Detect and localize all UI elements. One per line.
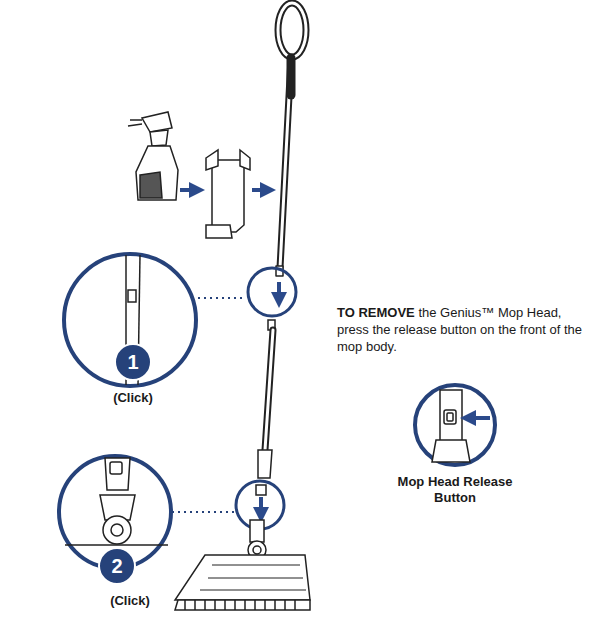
callout-number-text: 1 bbox=[127, 352, 138, 372]
leader-line bbox=[198, 297, 246, 299]
callout-number: 1 bbox=[114, 343, 152, 381]
spray-bottle bbox=[128, 112, 178, 200]
detail-ring bbox=[64, 254, 196, 386]
press-arrow bbox=[468, 416, 490, 420]
mop-handle bbox=[276, 3, 306, 276]
insert-arrow bbox=[259, 497, 263, 515]
callout-number-text: 2 bbox=[111, 556, 122, 576]
attach-arrow bbox=[252, 188, 268, 192]
release-button-detail bbox=[432, 390, 470, 462]
instruction-note: TO REMOVE the Genius™ Mop Head, press th… bbox=[337, 304, 587, 355]
insert-arrow bbox=[277, 282, 281, 300]
attach-arrow bbox=[180, 188, 197, 192]
instruction-lead: TO REMOVE bbox=[337, 305, 415, 320]
bottle-holder bbox=[206, 150, 250, 238]
mop-head bbox=[175, 520, 310, 610]
click-note: (Click) bbox=[110, 593, 150, 608]
head-joint-detail bbox=[65, 458, 168, 545]
lower-pole bbox=[256, 320, 275, 495]
leader-line bbox=[172, 511, 234, 513]
callout-number: 2 bbox=[98, 547, 136, 585]
detail-ring bbox=[415, 385, 495, 465]
part-name: Mop Head Release Button bbox=[390, 474, 520, 506]
click-note: (Click) bbox=[113, 390, 153, 405]
pole-joint-detail bbox=[126, 255, 140, 385]
detail-ring bbox=[248, 268, 296, 316]
